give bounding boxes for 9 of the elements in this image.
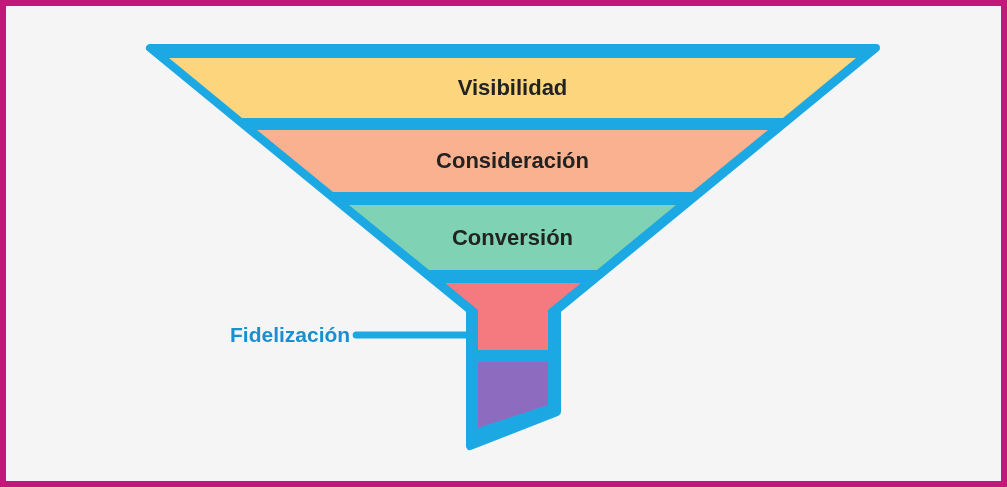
funnel-band — [257, 130, 768, 192]
stage-label: Visibilidad — [456, 75, 569, 101]
stage-label: Consideración — [435, 148, 590, 174]
funnel-band — [169, 58, 856, 118]
stage-label: Fidelización — [230, 320, 351, 350]
stage-label: Conversión — [451, 224, 574, 251]
funnel-band — [478, 362, 548, 428]
funnel-band — [445, 283, 581, 350]
funnel-band — [349, 205, 676, 270]
